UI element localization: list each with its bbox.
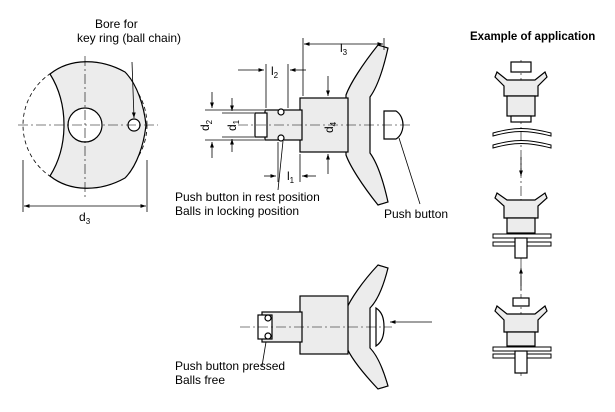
l3-label: l3 xyxy=(340,41,348,57)
d1-label: d1 xyxy=(225,119,241,131)
bore-leader xyxy=(131,61,136,119)
side-view-rest: l3 l2 l1 d2 d1 d4 xyxy=(198,38,421,206)
pressed-leader xyxy=(261,341,267,367)
ball-lower-pressed xyxy=(264,332,272,340)
application-step-3 xyxy=(492,297,552,374)
d2-label: d2 xyxy=(198,119,214,131)
d4-label: d4 xyxy=(322,121,338,133)
application-step-2 xyxy=(492,192,552,259)
l2-label: l2 xyxy=(271,64,279,80)
l1-label: l1 xyxy=(287,169,295,185)
ball-upper-pressed xyxy=(264,314,272,322)
d3-label: d3 xyxy=(79,210,91,226)
pressed-label: Push button pressed Balls free xyxy=(175,359,288,387)
application-step-1 xyxy=(492,61,552,149)
front-view: d3 xyxy=(18,56,158,226)
bore-label: Bore for key ring (ball chain) xyxy=(77,17,181,45)
ball-lower xyxy=(277,134,285,142)
rest-position-label: Push button in rest position Balls in lo… xyxy=(175,190,323,218)
push-button-label: Push button xyxy=(384,207,448,221)
ball-upper xyxy=(277,108,285,116)
push-button-leader xyxy=(398,137,421,205)
side-view-pressed xyxy=(240,264,432,390)
application-title: Example of application xyxy=(470,31,595,43)
rest-leader xyxy=(277,140,284,191)
application-illustrations xyxy=(492,60,552,378)
hub-pressed xyxy=(299,295,349,355)
